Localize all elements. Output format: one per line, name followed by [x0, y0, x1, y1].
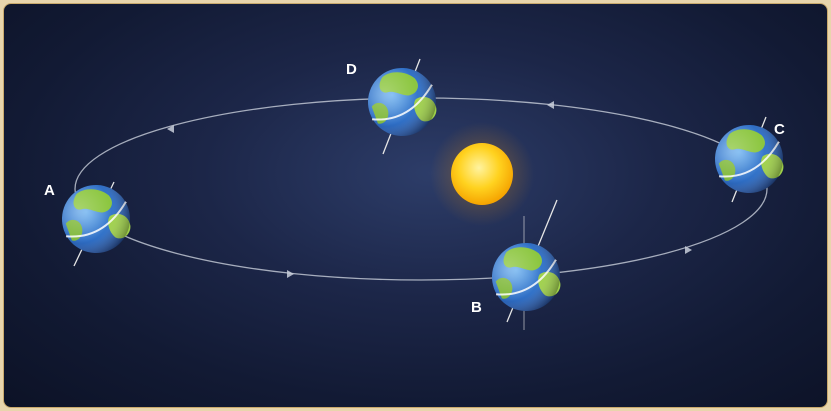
position-label-b: B	[471, 299, 482, 316]
earth-icon	[357, 57, 447, 147]
sun-icon	[451, 143, 513, 205]
orbit-diagram: A D C B	[44, 57, 794, 330]
earth-icon	[481, 232, 571, 322]
earth-position-b: B	[471, 199, 571, 330]
position-label-d: D	[346, 61, 357, 78]
earth-position-d: D	[346, 57, 447, 155]
earth-position-c: C	[704, 114, 794, 204]
sun	[430, 122, 534, 226]
diagram-frame: A D C B	[3, 3, 828, 408]
orbit-arrow-icon	[547, 101, 554, 109]
orbit-arrow-icon	[167, 125, 174, 133]
orbit-arrow-icon	[287, 270, 294, 278]
position-label-a: A	[44, 182, 55, 199]
earth-icon	[51, 174, 141, 264]
orbit-direction-arrows	[167, 101, 692, 278]
position-label-c: C	[774, 121, 785, 138]
earth-position-a: A	[44, 174, 141, 267]
orbit-arrow-icon	[685, 246, 692, 254]
